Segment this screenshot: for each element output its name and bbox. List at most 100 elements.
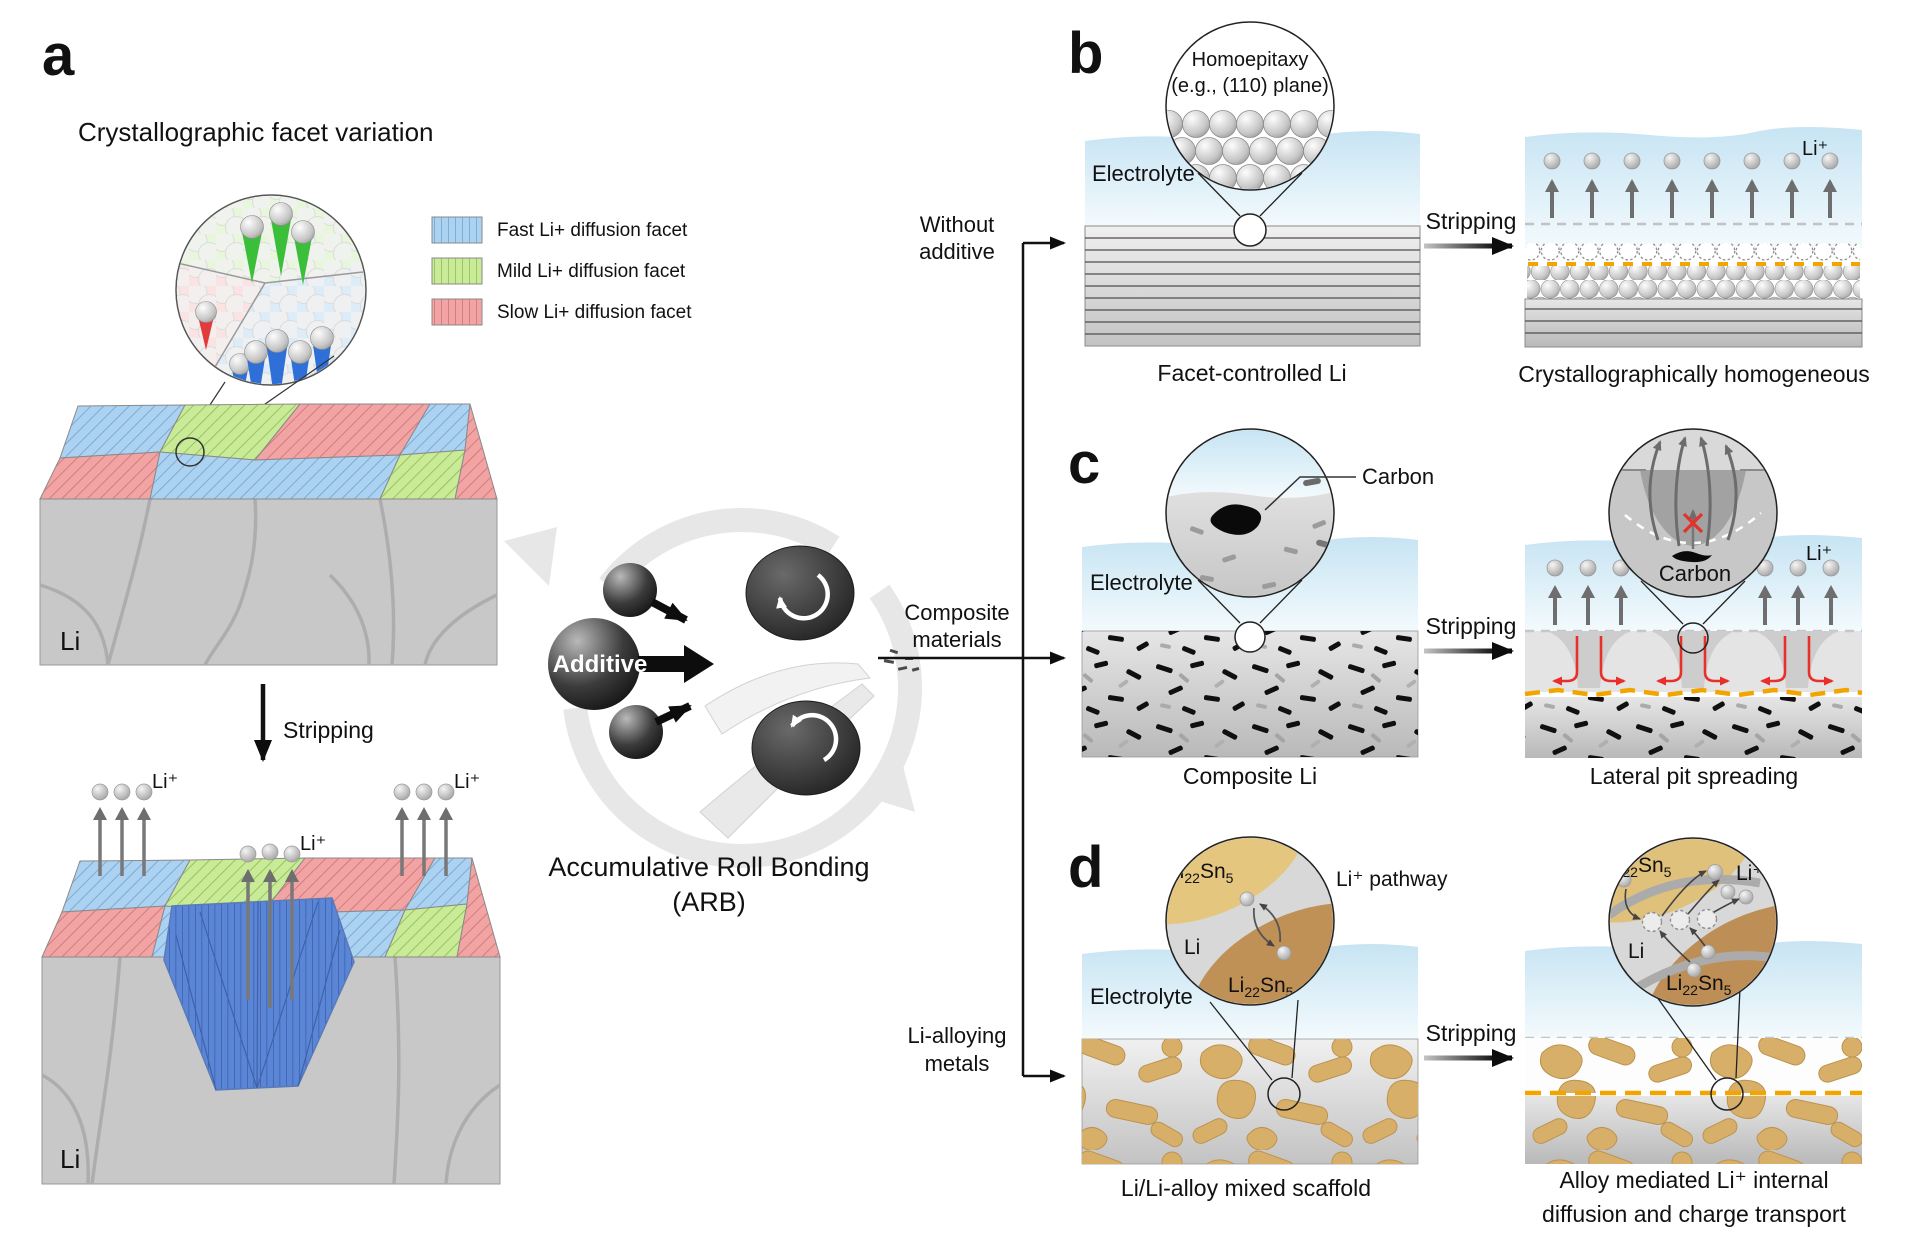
- panel-b-letter: b: [1068, 21, 1103, 86]
- li-slab-b-right: [1524, 298, 1863, 348]
- carbon-label: Carbon: [1362, 464, 1434, 489]
- arb-process: Additive Accumulative Roll Bonding (ARB): [504, 508, 922, 917]
- blocked-x-icon: [1682, 512, 1704, 534]
- caption-crystallographically-homogeneous: Crystallographically homogeneous: [1518, 361, 1870, 387]
- roller-top-rotation-arrow: [776, 573, 830, 621]
- carbon-specks-right: [1525, 697, 1862, 758]
- zoom-source-circle-c-right: [1677, 622, 1709, 654]
- stripping-label-d: Stripping: [1426, 1020, 1517, 1046]
- additive-particle-bottom: [609, 705, 663, 759]
- stripping-label-c: Stripping: [1426, 613, 1517, 639]
- stripping-arrow-d: Stripping: [1424, 1020, 1517, 1067]
- stripping-down-arrow: Stripping: [254, 684, 374, 762]
- zoom-source-circle-c: [1234, 621, 1266, 653]
- formula-d-top: Li22Sn5: [1168, 860, 1234, 886]
- panel-d-letter: d: [1068, 835, 1103, 900]
- alloy-blobs: [1082, 1039, 1418, 1164]
- li-label-bottom-block: Li: [60, 1144, 80, 1174]
- li-ion-label-b: Li⁺: [1802, 138, 1828, 160]
- caption-li-alloy-scaffold: Li/Li-alloy mixed scaffold: [1121, 1175, 1371, 1201]
- panel-a-letter: a: [42, 23, 75, 88]
- panel-b-left: Electrolyte Homoepitaxy (e.g., (110) pla…: [1084, 21, 1421, 386]
- li-ion-spheres-b: [1543, 152, 1839, 170]
- li-crystal-pristine: Li: [39, 403, 498, 666]
- li-ion-label-center: Li⁺: [300, 833, 326, 855]
- electrolyte-label-d: Electrolyte: [1090, 984, 1193, 1009]
- panel-c: c Electrolyte: [1068, 428, 1863, 789]
- sei-orange-line-c: [1524, 687, 1863, 698]
- stripping-label-a: Stripping: [283, 717, 374, 743]
- stripping-arrow-b: Stripping: [1424, 208, 1517, 255]
- electrolyte-label-c: Electrolyte: [1090, 570, 1193, 595]
- li-pathway-label: Li⁺ pathway: [1336, 868, 1448, 891]
- panel-d-right: Li22Sn5 Li Li22Sn5 Li⁺ Alloy mediated Li…: [1525, 837, 1862, 1227]
- panel-c-right: Li⁺: [1524, 428, 1863, 789]
- li-ion-label-right: Li⁺: [454, 771, 480, 793]
- additive-sphere: [548, 618, 640, 710]
- pits: [1547, 631, 1839, 688]
- caption-lateral-pit-spreading: Lateral pit spreading: [1590, 763, 1798, 789]
- branch-connectors: [878, 236, 1066, 1083]
- panel-c-letter: c: [1068, 431, 1100, 496]
- panel-d-left: Electrolyte Li22Sn5 Li Li22Sn5 Li⁺ pathw…: [1081, 836, 1448, 1201]
- li-sheet-upper: [704, 662, 871, 735]
- panel-b: b Electrolyte Homoepitaxy (e.g., (11: [1068, 21, 1870, 387]
- panel-a: a Crystallographic facet variation Fast …: [39, 23, 692, 1185]
- pit-inset: Carbon: [1608, 428, 1778, 598]
- alloy-blobs-lower: [1525, 1096, 1862, 1164]
- stripping-arrow-c: Stripping: [1424, 613, 1517, 660]
- li-label-inset-d: Li: [1184, 936, 1200, 959]
- sei-dotted-layer: [1527, 243, 1860, 265]
- panel-b-right: Li⁺ Crystallographically homogeneous: [1518, 126, 1870, 387]
- branch-bottom-line2: metals: [925, 1051, 990, 1076]
- li-ion-up-arrows-c: [1548, 585, 1838, 625]
- formula-d-bottom: Li22Sn5: [1228, 974, 1294, 1000]
- legend-label-mild: Mild Li+ diffusion facet: [497, 261, 686, 282]
- homoepitaxy-line1: Homoepitaxy: [1192, 49, 1309, 71]
- pit-flux-arrows: [1648, 436, 1738, 547]
- homoepitaxy-line2: (e.g., (110) plane): [1171, 75, 1329, 97]
- additive-arrow-main: [638, 645, 714, 683]
- branch-labels: Without additive Composite materials Li-…: [904, 212, 1009, 1076]
- branch-bottom-line1: Li-alloying: [907, 1023, 1006, 1048]
- caption-alloy-mediated-line1: Alloy mediated Li⁺ internal: [1559, 1167, 1828, 1193]
- li-ion-group-left: Li⁺: [91, 771, 178, 876]
- li-label-inset-d-right: Li: [1628, 940, 1644, 963]
- facet-inset-circle: [175, 194, 367, 449]
- facet-legend: Fast Li+ diffusion facet Mild Li+ diffus…: [431, 216, 692, 326]
- zoom-source-circle-b: [1233, 213, 1267, 247]
- branch-top-line2: additive: [919, 239, 995, 264]
- electrolyte-region-b-right: [1525, 126, 1862, 248]
- li-ion-up-arrows-b: [1545, 179, 1837, 218]
- cycle-ring: [562, 508, 922, 868]
- caption-facet-controlled-li: Facet-controlled Li: [1157, 360, 1346, 386]
- zoom-source-circle-d: [1267, 1077, 1301, 1111]
- legend-swatch-slow: [431, 298, 483, 326]
- caption-composite-li: Composite Li: [1183, 763, 1317, 789]
- alloy-blobs-upper: [1525, 1038, 1862, 1093]
- arb-title-line1: Accumulative Roll Bonding: [548, 852, 869, 882]
- cycle-arrow-tip-left: [504, 527, 557, 586]
- additive-arrow-bottom: [654, 702, 692, 726]
- cycle-arrow-tip-right: [870, 766, 915, 812]
- caption-alloy-mediated-line2: diffusion and charge transport: [1542, 1201, 1846, 1227]
- carbon-particle: [1210, 504, 1262, 535]
- li-ion-spheres-c: [1546, 559, 1840, 577]
- stripping-label-b: Stripping: [1426, 208, 1517, 234]
- panel-c-left: Electrolyte: [1081, 428, 1434, 789]
- legend-label-slow: Slow Li+ diffusion facet: [497, 302, 692, 323]
- li-ion-group-right: Li⁺: [393, 771, 480, 876]
- panel-d: d Electrolyte Li22Sn5 Li Li22Sn5 Li⁺ pat…: [1068, 835, 1862, 1227]
- li-ion-label-left: Li⁺: [152, 771, 178, 793]
- li-ion-label-d: Li⁺: [1736, 862, 1763, 885]
- formula-d-right-bottom: Li22Sn5: [1666, 972, 1732, 998]
- additive-label: Additive: [553, 651, 648, 678]
- li-ion-label-c: Li⁺: [1806, 543, 1832, 565]
- carbon-inset: Carbon: [1165, 428, 1434, 598]
- zoom-source-circle-d-right: [1710, 1077, 1744, 1111]
- legend-swatch-fast: [431, 216, 483, 244]
- legend-swatch-mild: [431, 257, 483, 285]
- surface-zoom-source-circle: [175, 437, 205, 467]
